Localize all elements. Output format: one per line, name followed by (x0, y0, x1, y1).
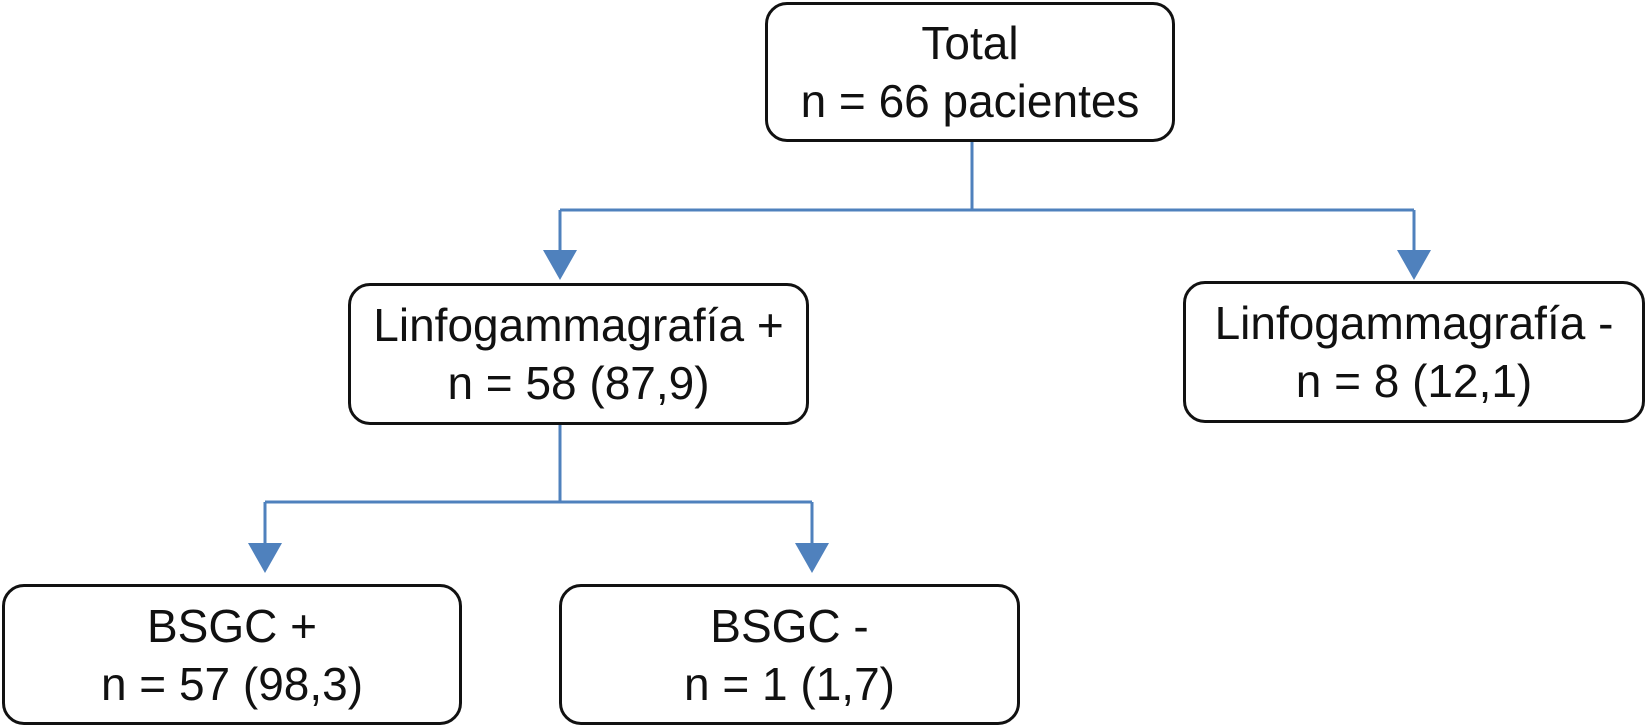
node-linfogammagrafia-negative-title: Linfogammagrafía - (1214, 297, 1614, 349)
node-linfogammagrafia-negative: Linfogammagrafía - n = 8 (12,1) (1183, 281, 1645, 423)
node-linfogammagrafia-positive: Linfogammagrafía + n = 58 (87,9) (348, 283, 809, 425)
node-total: Total n = 66 pacientes (765, 2, 1175, 142)
node-bsgc-positive-title: BSGC + (146, 599, 317, 652)
node-linfogammagrafia-positive-count: n = 58 (87,9) (447, 357, 710, 409)
node-linfogammagrafia-negative-count: n = 8 (12,1) (1295, 355, 1533, 407)
arrowhead-bsgc-pos (248, 543, 282, 573)
node-total-title: Total (921, 17, 1019, 69)
arrowhead-bsgc-neg (795, 543, 829, 573)
arrowhead-linf-neg (1397, 250, 1431, 280)
arrowhead-linf-pos (543, 250, 577, 280)
node-bsgc-negative: BSGC - n = 1 (1,7) (559, 584, 1020, 725)
node-total-count: n = 66 pacientes (800, 75, 1140, 127)
node-bsgc-negative-title: BSGC - (710, 599, 869, 652)
node-bsgc-positive: BSGC + n = 57 (98,3) (2, 584, 462, 725)
node-bsgc-negative-count: n = 1 (1,7) (684, 657, 895, 710)
node-bsgc-positive-count: n = 57 (98,3) (100, 657, 364, 710)
node-linfogammagrafia-positive-title: Linfogammagrafía + (373, 299, 784, 351)
